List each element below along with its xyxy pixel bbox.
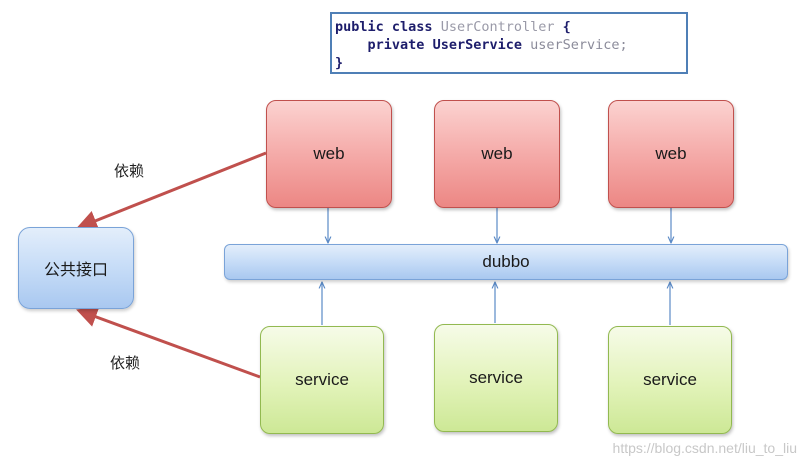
code-brace-close: } xyxy=(335,55,344,71)
web-node-3: web xyxy=(608,100,734,208)
dubbo-bus: dubbo xyxy=(224,244,788,280)
depends-label-bottom: 依赖 xyxy=(110,354,141,372)
service-node-1: service xyxy=(260,326,384,434)
service-node-3: service xyxy=(608,326,732,434)
code-snippet: public class UserController { private Us… xyxy=(330,12,688,74)
code-field-name: userService; xyxy=(530,37,628,53)
depends-label-top: 依赖 xyxy=(114,162,145,180)
code-type-name: UserService xyxy=(432,37,522,53)
web-node-2: web xyxy=(434,100,560,208)
code-keyword: public class xyxy=(335,19,433,35)
code-brace-open: { xyxy=(562,19,571,35)
service-node-2: service xyxy=(434,324,558,432)
common-interface-node: 公共接口 xyxy=(18,227,134,309)
code-class-name: UserController xyxy=(440,19,555,35)
web-depends-arrow xyxy=(76,151,267,231)
web-node-1: web xyxy=(266,100,392,208)
service-depends-arrow xyxy=(76,306,261,379)
watermark: https://blog.csdn.net/liu_to_liu xyxy=(612,440,797,456)
code-keyword-private: private xyxy=(367,37,425,53)
